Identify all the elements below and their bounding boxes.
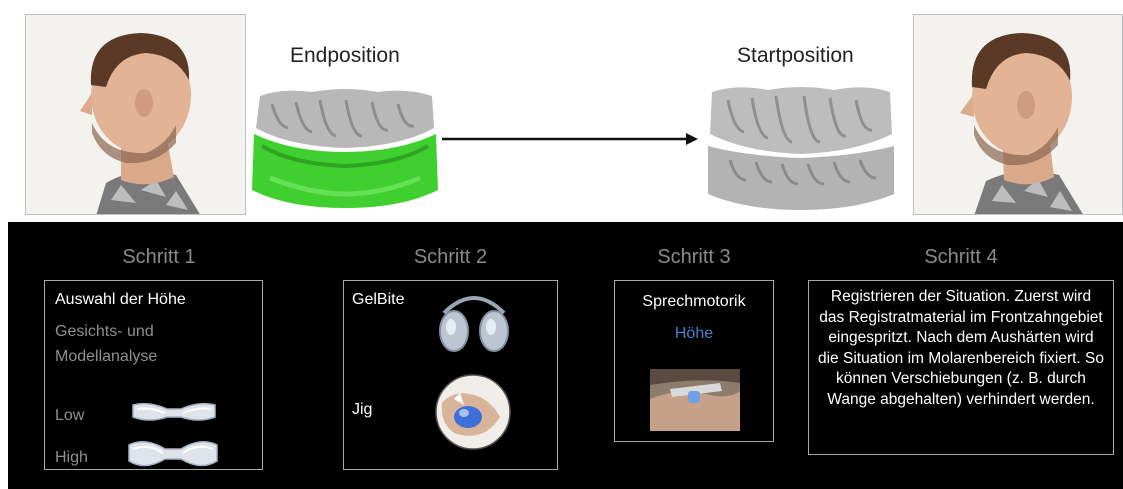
low-bite-block-icon — [129, 399, 219, 432]
step-4-box: Registrieren der Situation. Zuerst wird … — [808, 280, 1114, 455]
step-2-gelbite-label: GelBite — [352, 291, 404, 309]
profile-photo-left — [25, 14, 246, 215]
profile-photo-right — [913, 14, 1123, 215]
step-1-high-label: High — [55, 449, 88, 467]
startposition-label: Startposition — [737, 44, 854, 68]
step-4-text: Registrieren der Situation. Zuerst wird … — [817, 287, 1105, 410]
step-1-title: Schritt 1 — [44, 246, 274, 269]
step-1-low-label: Low — [55, 407, 84, 425]
step-4-title: Schritt 4 — [808, 246, 1114, 269]
mouth-photo-icon — [650, 369, 740, 436]
high-bite-block-icon — [125, 437, 221, 476]
endposition-label: Endposition — [290, 44, 400, 68]
steps-panel: Schritt 1 Auswahl der Höhe Gesichts- und… — [8, 222, 1123, 489]
step-3-title: Schritt 3 — [614, 246, 774, 269]
step-2-box: GelBite Jig — [343, 280, 558, 470]
green-dental-model-icon — [252, 86, 438, 208]
jig-icon — [434, 373, 512, 456]
step-3-subtext: Höhe — [615, 325, 773, 343]
top-section: Endposition Startposition — [0, 0, 1123, 222]
step-3-heading: Sprechmotorik — [615, 293, 773, 311]
step-2-title: Schritt 2 — [343, 246, 558, 269]
gelbite-icon — [434, 287, 514, 362]
step-1-subtext: Gesichts- und Modellanalyse — [55, 319, 157, 369]
arrow-icon — [442, 132, 698, 144]
step-3-box: Sprechmotorik Höhe — [614, 280, 774, 442]
step-1-box: Auswahl der Höhe Gesichts- und Modellana… — [44, 280, 263, 470]
step-1-heading: Auswahl der Höhe — [55, 291, 186, 309]
step-2-jig-label: Jig — [352, 401, 372, 419]
gray-dental-model-icon — [706, 84, 896, 210]
